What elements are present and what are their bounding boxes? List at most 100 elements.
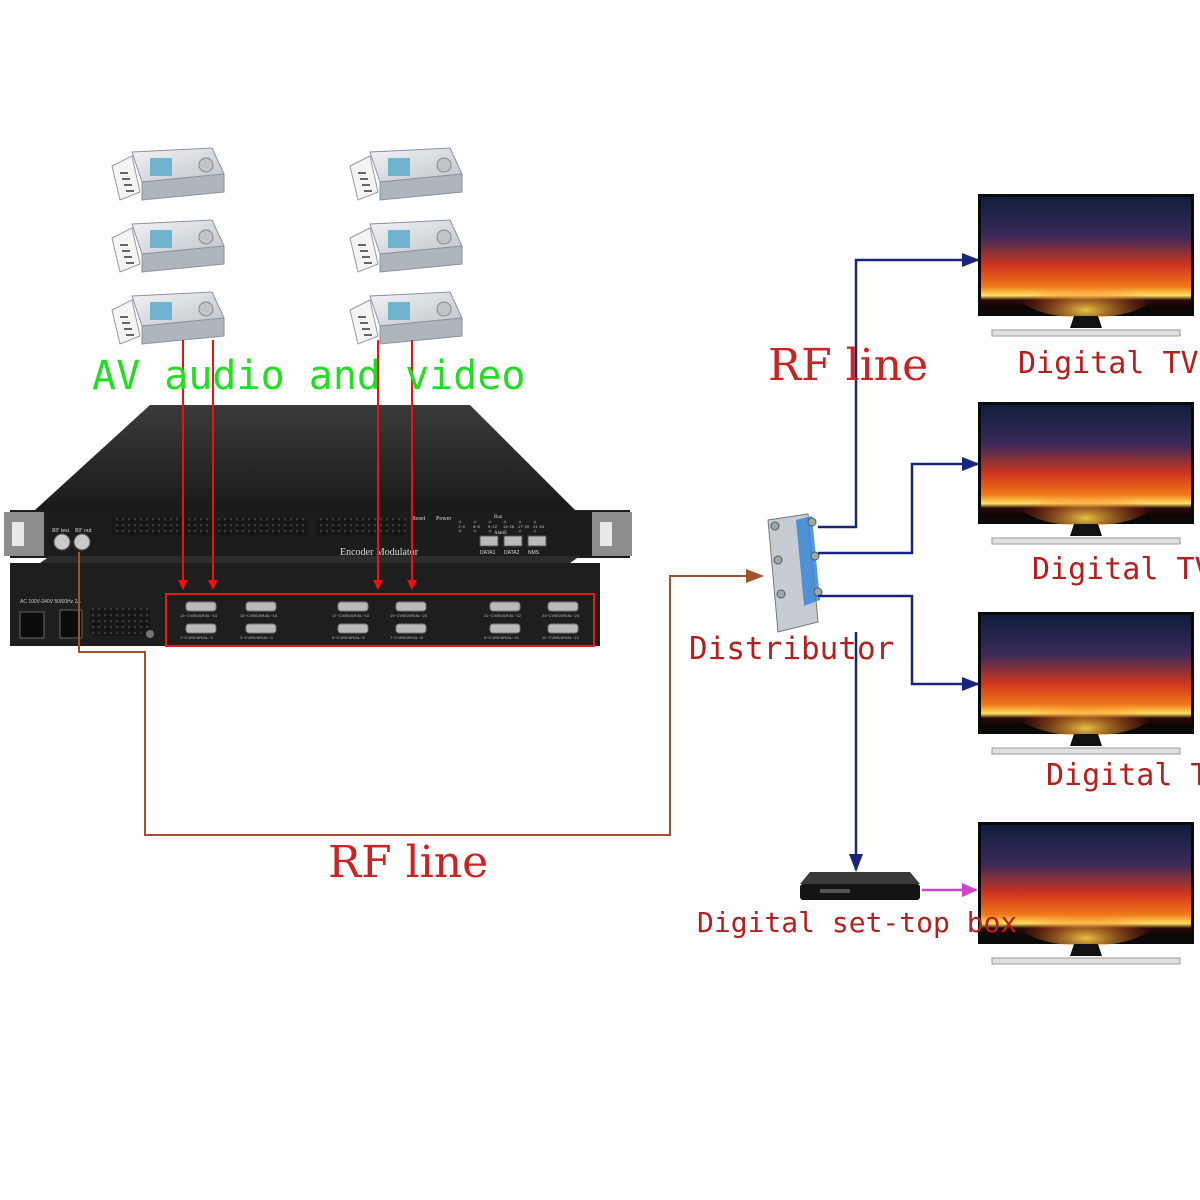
av-source-receivers: [111, 147, 463, 345]
tv-label-1: Digital TV: [1018, 346, 1199, 381]
remote-button: [360, 250, 368, 252]
front-vent-3: [316, 518, 406, 536]
rf-out-label: RF out: [75, 528, 92, 534]
remote-button: [122, 178, 130, 180]
remote-button: [364, 334, 372, 336]
tv-label-2: Digital TV: [1032, 552, 1200, 587]
input-port-label: 17~CVBS/AR/AL~18: [332, 613, 370, 618]
tv-stand-neck: [1070, 734, 1102, 746]
ethernet-port-icon: [479, 535, 499, 547]
receiver-front: [141, 173, 225, 201]
receiver-fan-icon: [198, 301, 214, 317]
ground-screw-icon: [146, 630, 154, 638]
rear-panel-top-edge: [40, 556, 580, 563]
remote-button: [364, 262, 372, 264]
ac-power-label: AC 100V-240V 50/60Hz 2A: [20, 599, 81, 605]
run-led: [518, 520, 522, 524]
receiver-icon: [111, 219, 225, 273]
db-connector-icon: [489, 623, 521, 634]
device-name-label: Encoder Modulator: [340, 547, 419, 558]
device-lid: [35, 405, 575, 510]
tv-stand-base: [991, 329, 1181, 337]
splitter-port-1: [770, 521, 780, 531]
remote-button: [358, 244, 366, 246]
input-port-label: 3~CVBS/AR/AL~4: [240, 635, 273, 640]
receiver-icon: [349, 147, 463, 201]
channel-group-label: 21~24: [533, 524, 545, 529]
receiver-icon: [349, 291, 463, 345]
db-connector-icon: [395, 601, 427, 612]
set-top-box-label: Digital set-top box: [697, 906, 1017, 939]
channel-group-label: 9~12: [488, 524, 498, 529]
stb-top: [800, 872, 920, 884]
receiver-front: [379, 317, 463, 345]
feed-arrow-tv2: [818, 457, 980, 555]
receiver-fan-icon: [436, 157, 452, 173]
tv-screen-glow: [1016, 474, 1156, 526]
db-connector-icon: [337, 601, 369, 612]
receiver-front: [141, 245, 225, 273]
tv-screen-glow: [1016, 894, 1156, 946]
run-led: [503, 520, 507, 524]
receiver-fan-icon: [436, 301, 452, 317]
flat-screen-tv-icon: [978, 822, 1194, 965]
receiver-front: [141, 317, 225, 345]
receiver-sticker: [388, 158, 410, 176]
receiver-sticker: [388, 230, 410, 248]
remote-button: [124, 328, 132, 330]
rf-splitter-icon: [767, 513, 823, 633]
front-vent-1: [112, 518, 212, 536]
flat-screen-tv-icon: [978, 194, 1194, 337]
feed-arrow-tv3: [818, 594, 980, 691]
run-led: [473, 520, 477, 524]
receiver-icon: [349, 219, 463, 273]
receiver-fan-icon: [198, 157, 214, 173]
alarm-led: [518, 529, 522, 533]
remote-button: [126, 334, 134, 336]
alarm-led: [473, 529, 477, 533]
rf-output-line: [78, 552, 764, 836]
receiver-icon: [111, 291, 225, 345]
rf-line-label-bottom: RF line: [328, 837, 488, 888]
set-top-box-icon: [800, 872, 920, 900]
channel-group-label: 1~4: [458, 524, 466, 529]
db-connector-icon: [185, 623, 217, 634]
remote-button: [122, 250, 130, 252]
av-input-ports: 13~CVBS/AR/AL~141~CVBS/AR/AL~215~CVBS/AR…: [180, 601, 580, 640]
receiver-sticker: [150, 230, 172, 248]
splitter-port-2: [773, 555, 783, 565]
db-connector-icon: [337, 623, 369, 634]
input-port-label: 21~CVBS/AR/AL~22: [484, 613, 522, 618]
port-label: DATA2: [504, 550, 520, 556]
receiver-fan-icon: [436, 229, 452, 245]
alarm-led: [533, 529, 537, 533]
db-connector-icon: [245, 601, 277, 612]
digital-tvs: [978, 194, 1194, 965]
splitter-port-5: [810, 551, 820, 561]
rf-test-connector-icon: [53, 533, 71, 551]
db-connector-icon: [395, 623, 427, 634]
stb-display: [820, 889, 850, 893]
av-audio-video-label: AV audio and video: [92, 353, 525, 399]
rack-handle-right: [600, 522, 612, 546]
input-port-label: 9~CVBS/AR/AL~10: [484, 635, 520, 640]
remote-button: [362, 328, 370, 330]
db-connector-icon: [547, 623, 579, 634]
input-port-label: 11~CVBS/AR/AL~12: [542, 635, 580, 640]
remote-button: [120, 244, 128, 246]
remote-button: [358, 172, 366, 174]
front-vent-2: [218, 518, 308, 536]
run-label: Run: [494, 515, 503, 520]
tv-stand-base: [991, 747, 1181, 755]
port-label: NMS: [528, 550, 540, 556]
tv-stand-neck: [1070, 944, 1102, 956]
power-socket-icon: [59, 609, 83, 639]
power-switch-icon: [19, 611, 45, 639]
splitter-port-4: [807, 517, 817, 527]
rf-test-label: RF test: [52, 528, 70, 534]
tv-screen-glow: [1016, 684, 1156, 736]
db-connector-icon: [185, 601, 217, 612]
distributor-label: Distributor: [689, 631, 894, 667]
tv-stand-base: [991, 957, 1181, 965]
